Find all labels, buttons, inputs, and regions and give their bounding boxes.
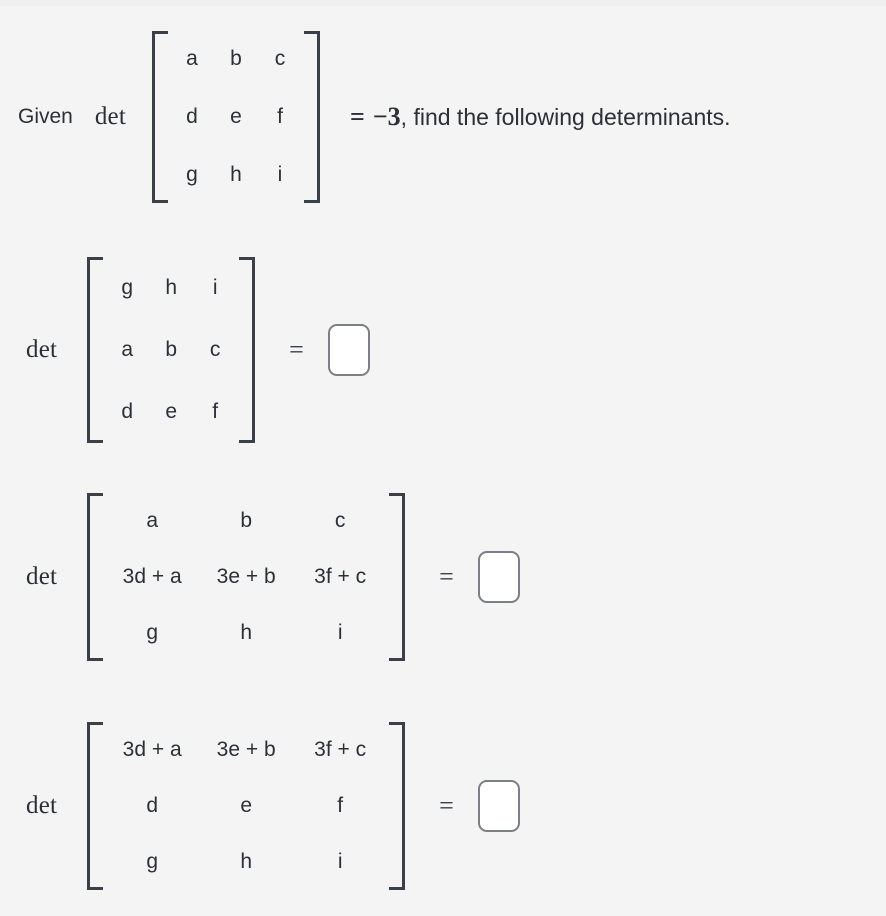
top-strip (0, 0, 886, 6)
matrix-cell: 3e + b (216, 565, 276, 588)
matrix-row: d e f (105, 381, 237, 443)
given-label: Given (18, 105, 73, 128)
matrix-row: g h i (105, 834, 387, 890)
matrix-cell: g (146, 850, 158, 873)
problem-3-matrix-table: 3d + a 3e + b 3f + c d e f g h i (105, 722, 387, 890)
determinant-problem-1: det g h i a b c d e f = (26, 252, 370, 448)
matrix-row: a b c (105, 319, 237, 381)
equals-sign: = (439, 562, 454, 591)
given-matrix: a b c d e f g h i (152, 30, 321, 204)
matrix-cell: c (334, 509, 346, 532)
answer-input-3[interactable] (477, 780, 520, 832)
given-statement-tail: =−3, find the following determinants. (350, 102, 731, 132)
matrix-row: 3d + a 3e + b 3f + c (105, 549, 387, 605)
matrix-cell: g (146, 621, 158, 644)
matrix-row: 3d + a 3e + b 3f + c (105, 722, 387, 778)
matrix-cell: e (240, 794, 252, 817)
matrix-cell: h (230, 163, 242, 186)
matrix-row: g h i (105, 257, 237, 319)
equals-sign: = (289, 335, 304, 364)
matrix-cell: 3d + a (122, 565, 182, 588)
matrix-cell: 3e + b (216, 738, 276, 761)
det-operator: det (26, 563, 58, 590)
matrix-cell: b (240, 509, 252, 532)
given-matrix-table: a b c d e f g h i (170, 30, 302, 204)
equals-sign: = (439, 791, 454, 820)
matrix-row: g h i (170, 146, 302, 204)
matrix-cell: 3d + a (122, 738, 182, 761)
matrix-cell: 3f + c (314, 738, 367, 761)
determinant-problem-3: det 3d + a 3e + b 3f + c d e f g h i = (26, 708, 520, 904)
matrix-row: a b c (105, 493, 387, 549)
matrix-cell: a (186, 47, 198, 70)
matrix-cell: b (230, 47, 242, 70)
matrix-row: d e f (170, 88, 302, 146)
matrix-cell: d (186, 105, 198, 128)
matrix-cell: a (121, 338, 133, 361)
problem-2-matrix: a b c 3d + a 3e + b 3f + c g h i (87, 493, 406, 661)
given-determinant-value: −3 (372, 102, 401, 131)
det-operator: det (26, 336, 58, 363)
problem-1-matrix: g h i a b c d e f (87, 257, 256, 443)
matrix-cell: 3f + c (314, 565, 367, 588)
matrix-cell: g (121, 276, 133, 299)
matrix-cell: g (186, 163, 198, 186)
matrix-cell: c (209, 338, 221, 361)
given-tail-text: , find the following determinants. (400, 104, 731, 130)
answer-input-2[interactable] (477, 551, 520, 603)
matrix-cell: i (212, 276, 218, 299)
matrix-cell: h (240, 850, 252, 873)
matrix-cell: d (146, 794, 158, 817)
matrix-cell: i (337, 850, 343, 873)
det-operator: det (26, 792, 58, 819)
given-det-operator: det (94, 103, 127, 130)
matrix-row: a b c (170, 30, 302, 88)
matrix-cell: i (277, 163, 283, 186)
matrix-cell: f (212, 400, 219, 423)
matrix-cell: b (165, 338, 177, 361)
given-statement: Given det a b c d e f g h i =−3, find th… (18, 22, 878, 212)
matrix-row: d e f (105, 778, 387, 834)
matrix-cell: a (146, 509, 158, 532)
matrix-cell: f (337, 794, 344, 817)
matrix-cell: h (165, 276, 177, 299)
matrix-cell: d (121, 400, 133, 423)
problem-2-matrix-table: a b c 3d + a 3e + b 3f + c g h i (105, 493, 387, 661)
matrix-cell: e (165, 400, 177, 423)
problem-1-matrix-table: g h i a b c d e f (105, 257, 237, 443)
matrix-cell: f (277, 105, 283, 128)
determinant-problem-2: det a b c 3d + a 3e + b 3f + c g h i = (26, 482, 520, 672)
matrix-cell: e (230, 105, 242, 128)
matrix-row: g h i (105, 605, 387, 661)
given-equals-sign: = (350, 102, 365, 131)
matrix-cell: h (240, 621, 252, 644)
problem-3-matrix: 3d + a 3e + b 3f + c d e f g h i (87, 722, 406, 890)
answer-input-1[interactable] (327, 324, 370, 376)
matrix-cell: i (337, 621, 343, 644)
matrix-cell: c (274, 47, 286, 70)
